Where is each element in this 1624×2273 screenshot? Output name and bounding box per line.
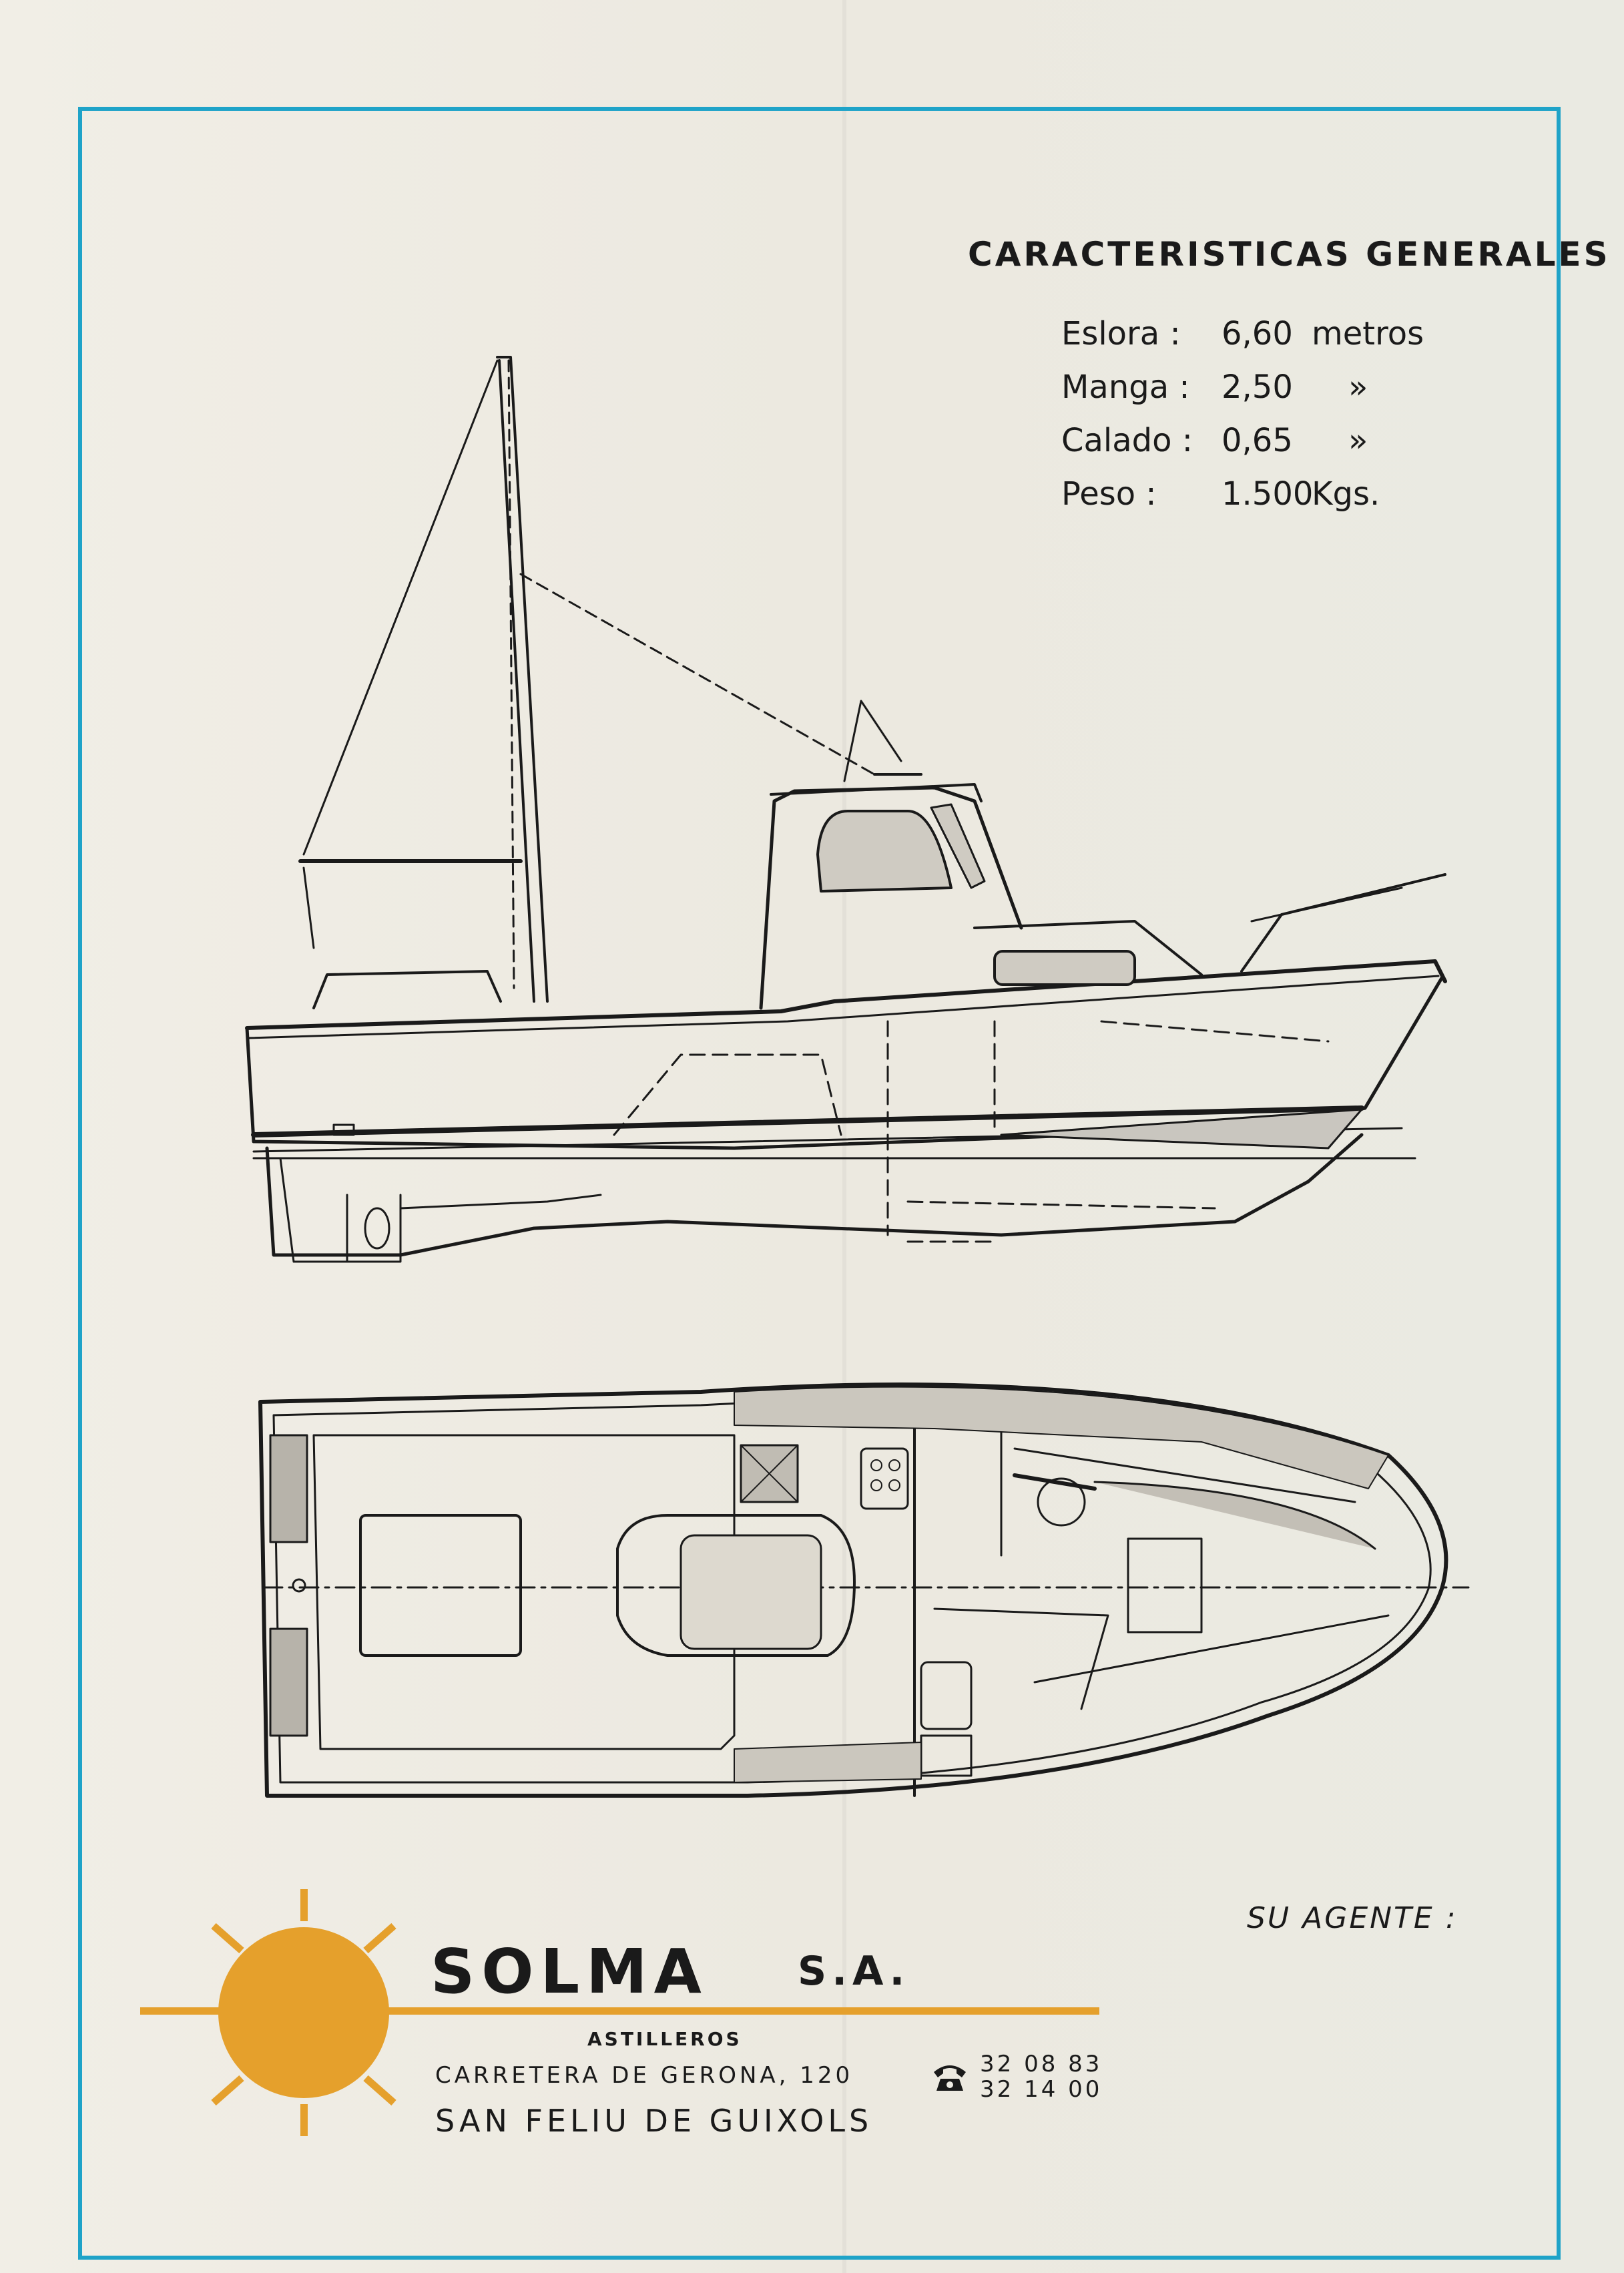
spec-unit: Kgs. [1312,475,1380,513]
spec-value: 1.500 [1222,475,1314,513]
company-city: SAN FELIU DE GUIXOLS [435,2103,873,2139]
company-address: CARRETERA DE GERONA, 120 [435,2062,854,2089]
spec-value: 2,50 [1222,368,1293,406]
spec-unit: metros [1312,315,1424,352]
company-name: SOLMA [431,1936,708,2007]
sun-logo [211,1889,396,2136]
company-suffix: S.A. [798,1948,910,1995]
agent-label: SU AGENTE : [1247,1901,1458,1935]
spec-label: Calado : [1061,422,1193,459]
mast [496,356,549,1003]
logo-rule [140,2007,1099,2015]
spec-unit: » [1348,368,1368,406]
company-phone: 32 14 00 [980,2076,1103,2103]
spec-value: 0,65 [1222,422,1293,459]
company-phone: 32 08 83 [980,2051,1103,2077]
spec-label: Manga : [1061,368,1190,406]
boat-plan-drawing [258,1382,1470,1798]
company-subtitle: ASTILLEROS [587,2028,742,2050]
spec-unit: » [1348,422,1368,459]
page-frame [78,107,1561,2260]
spec-label: Peso : [1061,475,1157,513]
telephone-icon [934,2065,966,2091]
specs-title: CARACTERISTICAS GENERALES [968,235,1611,274]
spec-label: Eslora : [1061,315,1181,352]
spec-value: 6,60 [1222,315,1293,352]
boat-profile-drawing [245,356,1447,1263]
